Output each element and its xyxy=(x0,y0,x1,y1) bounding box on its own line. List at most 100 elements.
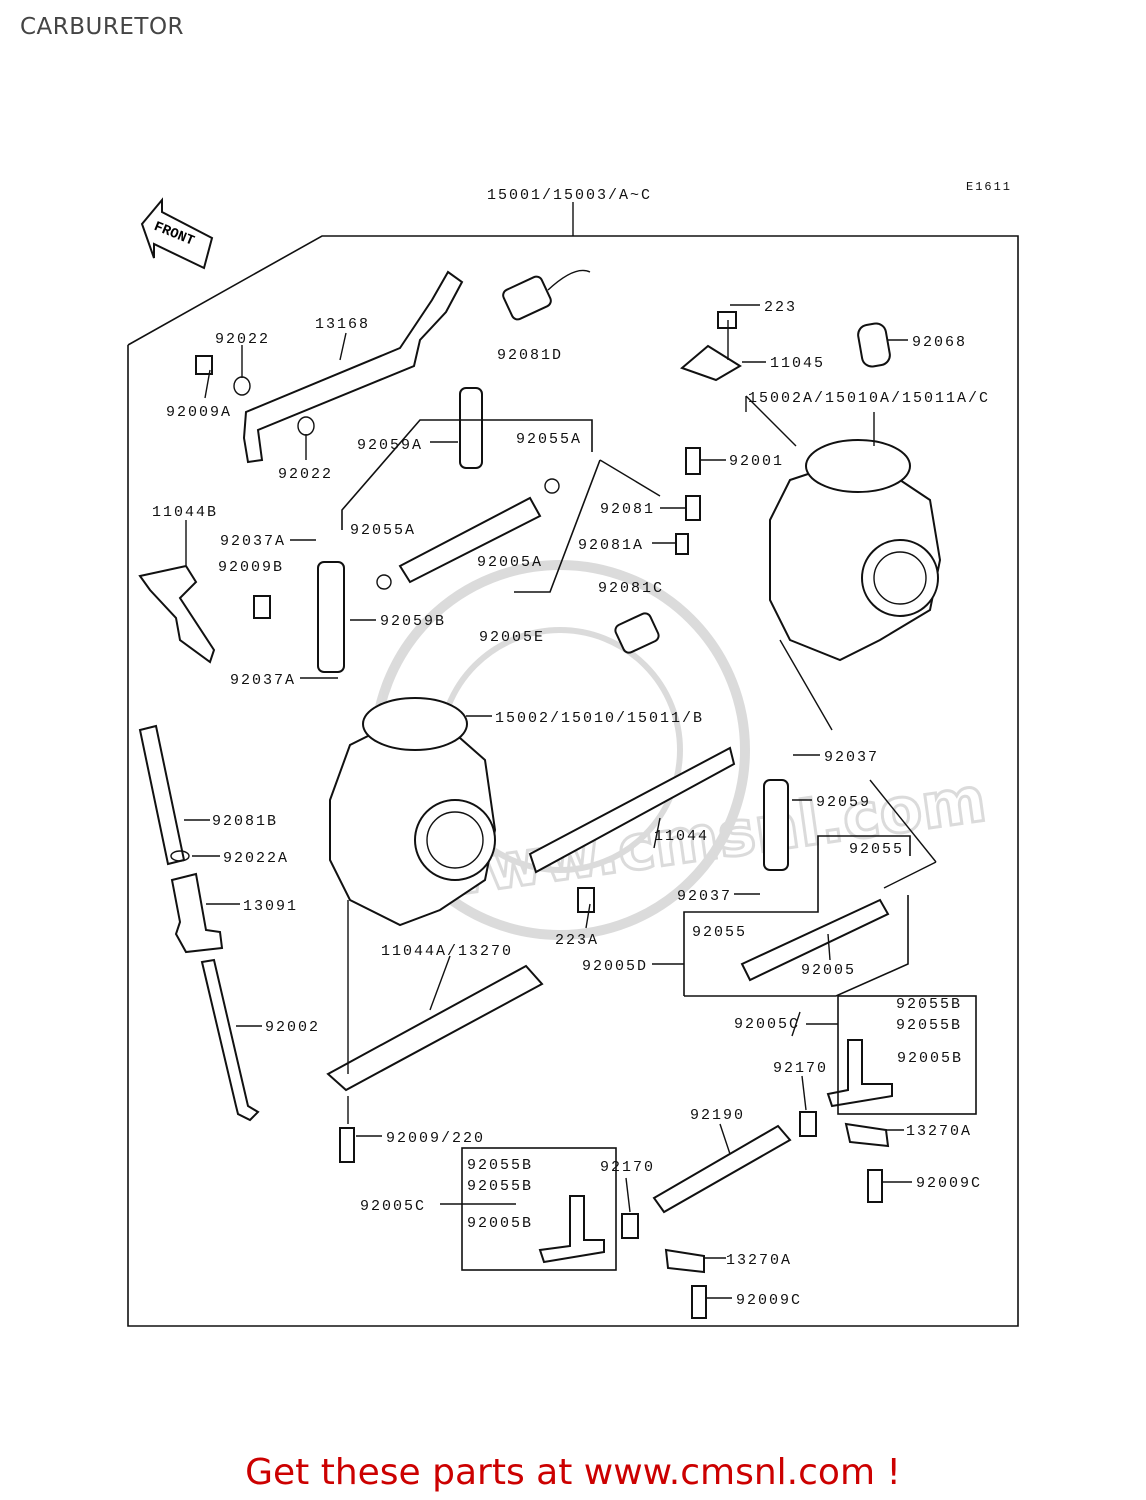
callout-13270a-lower: 13270A xyxy=(726,1252,792,1269)
subbox-92005d-bottom xyxy=(684,895,909,997)
callout-92055b-lower: 92055B xyxy=(467,1157,533,1174)
callout-92037: 92037 xyxy=(824,749,879,766)
screw-92002-part xyxy=(200,958,260,1122)
callout-92059: 92059 xyxy=(816,794,871,811)
washer-92022-lower-part xyxy=(297,416,315,436)
screw-223a-part xyxy=(577,887,595,913)
callout-92037-lower: 92037 xyxy=(677,888,732,905)
clip-92170-part xyxy=(799,1111,817,1137)
callout-92009-220: 92009/220 xyxy=(386,1130,485,1147)
spring-92081c-part xyxy=(614,612,660,654)
hose-92059-part xyxy=(763,779,789,871)
callout-15002a: 15002A/15010A/15011A/C xyxy=(748,390,990,407)
front-arrow: FRONT xyxy=(140,197,214,270)
callout-92009a: 92009A xyxy=(166,404,232,421)
throttle-bracket-part xyxy=(242,270,464,464)
fitting-92005b-lower-part xyxy=(538,1195,605,1264)
clip-11045-part xyxy=(680,344,742,382)
callout-92081: 92081 xyxy=(600,501,655,518)
screw-92009-220-part xyxy=(339,1127,355,1163)
assembly-label: 15001/15003/A~C xyxy=(487,187,652,204)
callout-92055a: 92055A xyxy=(516,431,582,448)
o-ring-92055a-lower-part xyxy=(376,574,392,590)
subbox-92005c-lower xyxy=(461,1147,617,1271)
cmsnl-ad-link[interactable]: Get these parts at www.cmsnl.com ! xyxy=(245,1452,901,1493)
o-ring-92055a-part xyxy=(544,478,560,494)
hose-92059b-part xyxy=(317,561,345,673)
page-title: CARBURETOR xyxy=(20,14,185,40)
callout-92055b-second: 92055B xyxy=(896,1017,962,1034)
assembly-frame xyxy=(127,235,1019,1327)
callout-92037a-lower: 92037A xyxy=(230,672,296,689)
callout-13091: 13091 xyxy=(243,898,298,915)
plate-11044a-13270-part xyxy=(326,964,544,1092)
callout-11044: 11044 xyxy=(654,828,709,845)
washer-92022a-part xyxy=(170,850,190,862)
callout-92081c: 92081C xyxy=(598,580,664,597)
screw-92001-part xyxy=(685,447,701,475)
screw-92009c-lower-part xyxy=(691,1285,707,1319)
callout-92022: 92022 xyxy=(215,331,270,348)
callout-92002: 92002 xyxy=(265,1019,320,1036)
screw-92009c-part xyxy=(867,1169,883,1203)
bracket-11044b-part xyxy=(138,564,216,664)
callout-92055b-lower-second: 92055B xyxy=(467,1178,533,1195)
callout-92068: 92068 xyxy=(912,334,967,351)
carburetor-right-part xyxy=(769,439,942,662)
spring-92081a-part xyxy=(675,533,689,555)
callout-92005c-lower: 92005C xyxy=(360,1198,426,1215)
callout-92001: 92001 xyxy=(729,453,784,470)
callout-11045: 11045 xyxy=(770,355,825,372)
callout-92009c: 92009C xyxy=(916,1175,982,1192)
callout-92022a: 92022A xyxy=(223,850,289,867)
hose-92059a-part xyxy=(459,387,483,469)
screw-92009a-part xyxy=(195,355,213,375)
callout-92005b-lower: 92005B xyxy=(467,1215,533,1232)
callout-15002: 15002/15010/15011/B xyxy=(495,710,704,727)
callout-92022-lower: 92022 xyxy=(278,466,333,483)
hose-92190-part xyxy=(652,1124,792,1214)
callout-92059a: 92059A xyxy=(357,437,423,454)
callout-92170-lower: 92170 xyxy=(600,1159,655,1176)
fuel-pipe-92005a-part xyxy=(398,496,542,584)
subbox-92005e-top xyxy=(341,419,593,530)
spring-92081b-part xyxy=(138,724,186,866)
callout-13168: 13168 xyxy=(315,316,370,333)
plate-13270a-lower-part xyxy=(664,1248,705,1274)
callout-11044b: 11044B xyxy=(152,504,218,521)
screw-92009b-part xyxy=(253,595,271,619)
fitting-92005b-part xyxy=(826,1039,893,1108)
callout-92005b: 92005B xyxy=(897,1050,963,1067)
callout-223: 223 xyxy=(764,299,797,316)
cap-92068-part xyxy=(857,322,891,368)
callout-92005e: 92005E xyxy=(479,629,545,646)
subbox-92005e-bottom xyxy=(514,459,601,593)
callout-11044a-13270: 11044A/13270 xyxy=(381,943,513,960)
pipe-92005-part xyxy=(740,898,890,982)
callout-92081b: 92081B xyxy=(212,813,278,830)
callout-92055b: 92055B xyxy=(896,996,962,1013)
diagram-code: E1611 xyxy=(966,180,1012,194)
spring-92081-part xyxy=(685,495,701,521)
callout-92055: 92055 xyxy=(849,841,904,858)
clip-92170-lower-part xyxy=(621,1213,639,1239)
callout-labels: 13168 92022 92009A 92022 92081D 223 1104… xyxy=(152,299,990,1309)
callout-92055a-lower: 92055A xyxy=(350,522,416,539)
callout-223a: 223A xyxy=(555,932,599,949)
callout-92055-lower: 92055 xyxy=(692,924,747,941)
callout-92059b: 92059B xyxy=(380,613,446,630)
screw-223-part xyxy=(717,311,737,329)
carburetor-left-part xyxy=(329,697,497,927)
plate-13270a-part xyxy=(844,1122,890,1148)
callout-92081a: 92081A xyxy=(578,537,644,554)
callout-92005a: 92005A xyxy=(477,554,543,571)
washer-92022-part xyxy=(233,376,251,396)
spring-92081d-part xyxy=(502,269,591,321)
callout-92005d: 92005D xyxy=(582,958,648,975)
subbox-92005d xyxy=(683,835,911,996)
subbox-92005c xyxy=(837,995,977,1115)
callout-92170: 92170 xyxy=(773,1060,828,1077)
callout-92005: 92005 xyxy=(801,962,856,979)
